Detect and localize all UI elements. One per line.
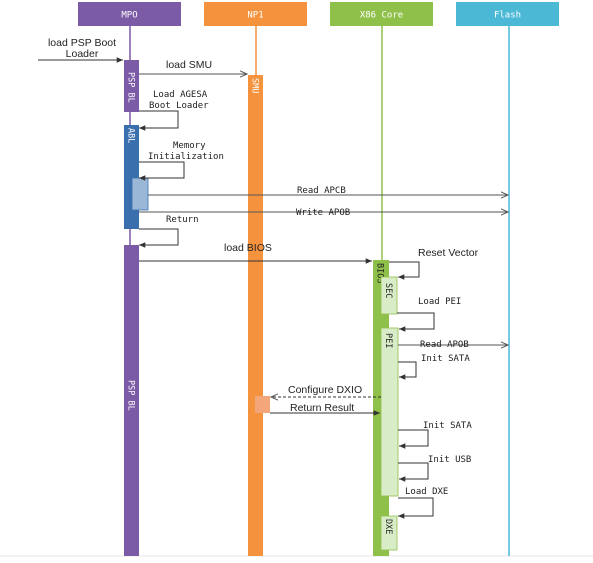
msg-reset-vector: Reset Vector <box>389 247 479 280</box>
msg-init-sata-1-label: Init SATA <box>421 354 470 364</box>
activation-pei-label: PEI <box>383 333 393 348</box>
activation-bios-label: BIOS <box>375 263 385 283</box>
header-flash: Flash <box>456 2 559 26</box>
header-x86-label: X86 Core <box>360 11 403 21</box>
activation-dxe: DXE <box>380 515 398 551</box>
np1-dxio-box <box>255 396 270 413</box>
msg-configure-dxio: Configure DXIO <box>271 384 381 397</box>
msg-init-sata-1: Init SATA <box>398 354 470 380</box>
msg-load-smu-label: load SMU <box>166 59 212 71</box>
activation-smu-label: SMU <box>250 78 260 93</box>
header-mpo-label: MPO <box>121 11 137 21</box>
msg-load-dxe: Load DXE <box>398 487 448 519</box>
msg-load-pei-label: Load PEI <box>418 297 461 307</box>
msg-read-apob: Read APOB <box>398 340 508 350</box>
msg-init-usb: Init USB <box>398 455 471 482</box>
msg-load-bios-label: load BIOS <box>224 242 272 254</box>
msg-memory-init-line2: Initialization <box>148 152 224 162</box>
msg-memory-init: Memory Initialization <box>139 141 224 181</box>
msg-return-result-label: Return Result <box>290 402 354 414</box>
header-np1-label: NP1 <box>247 11 263 21</box>
msg-init-usb-label: Init USB <box>428 455 471 465</box>
activation-abl-label: ABL <box>126 128 136 143</box>
msg-read-apob-label: Read APOB <box>420 340 469 350</box>
msg-write-apob: Write APOB <box>139 208 508 218</box>
msg-load-pei: Load PEI <box>397 297 461 332</box>
msg-load-agesa: Load AGESA Boot Loader <box>139 90 209 131</box>
header-mpo: MPO <box>78 2 181 26</box>
msg-load-agesa-line2: Boot Loader <box>149 101 209 111</box>
msg-configure-dxio-label: Configure DXIO <box>288 384 362 396</box>
msg-read-apcb: Read APCB <box>148 186 508 196</box>
msg-load-psp-boot-loader: load PSP Boot Loader <box>38 37 123 63</box>
msg-write-apob-label: Write APOB <box>296 208 350 218</box>
header-flash-label: Flash <box>494 11 521 21</box>
msg-read-apcb-label: Read APCB <box>297 186 346 196</box>
activation-psp-bl-top-label: PSP BL <box>126 72 136 103</box>
header-x86: X86 Core <box>330 2 433 26</box>
activation-pei: PEI <box>380 327 399 497</box>
msg-init-sata-2-label: Init SATA <box>423 421 472 431</box>
activation-dxe-label: DXE <box>383 519 393 534</box>
msg-load-agesa-line1: Load AGESA <box>153 90 208 100</box>
msg-init-sata-2: Init SATA <box>398 421 472 449</box>
msg-load-dxe-label: Load DXE <box>405 487 448 497</box>
activation-smu: SMU <box>248 75 270 556</box>
activation-sec-label: SEC <box>383 283 393 298</box>
msg-load-psp-boot-loader-line2: Loader <box>66 48 99 60</box>
activation-abl: ABL <box>124 125 149 229</box>
msg-load-psp-boot-loader-line1: load PSP Boot <box>48 37 116 49</box>
abl-nested-box <box>131 177 149 211</box>
activation-sec: SEC <box>380 276 398 315</box>
msg-reset-vector-label: Reset Vector <box>418 247 479 259</box>
msg-return-result: Return Result <box>270 402 380 416</box>
msg-memory-init-line1: Memory <box>173 141 206 151</box>
msg-return: Return <box>139 215 199 248</box>
activation-psp-bl-top: PSP BL <box>124 60 139 112</box>
msg-return-label: Return <box>166 215 199 225</box>
msg-load-bios: load BIOS <box>139 242 372 264</box>
activation-psp-bl-main-label: PSP BL <box>126 380 136 411</box>
msg-load-smu: load SMU <box>139 59 247 74</box>
header-np1: NP1 <box>204 2 307 26</box>
activation-psp-bl-main: PSP BL <box>124 245 139 556</box>
